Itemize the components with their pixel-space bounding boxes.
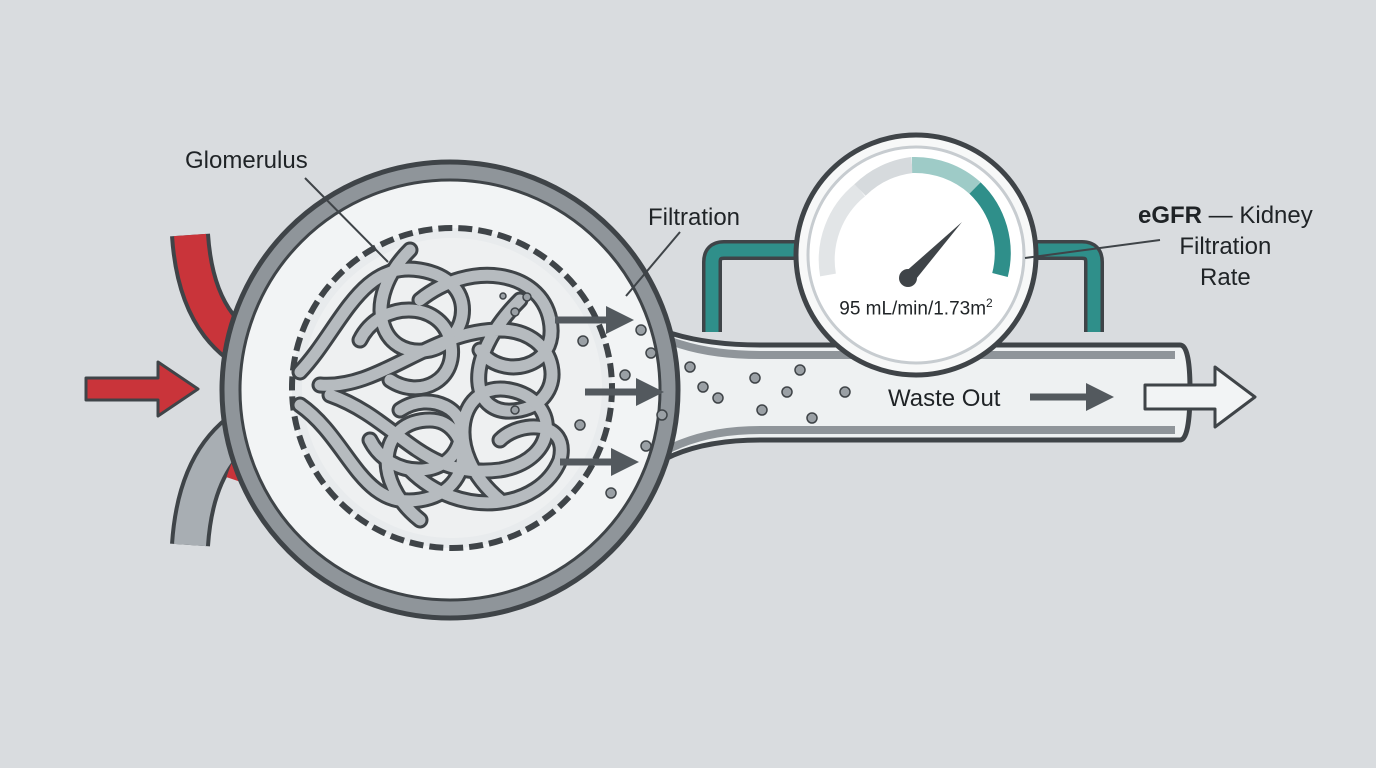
egfr-label: eGFR — Kidney Filtration Rate: [1138, 200, 1313, 293]
filtrate-particles: [499, 292, 851, 499]
egfr-label-line3: Rate: [1200, 264, 1251, 291]
egfr-gauge: [793, 132, 1039, 378]
gauge-reading-exponent: 2: [986, 296, 993, 310]
egfr-abbrev: eGFR: [1138, 202, 1203, 229]
blood-inflow-arrow: [84, 360, 200, 418]
glomerulus-capillaries: [291, 241, 570, 529]
leader-lines: [304, 177, 1161, 297]
egfr-kidney-text: — Kidney: [1202, 202, 1313, 229]
egfr-label-line1: eGFR — Kidney: [1138, 200, 1313, 231]
gauge-reading-base: 95 mL/min/1.73m: [839, 298, 987, 320]
gauge-reading: 95 mL/min/1.73m2: [808, 296, 1024, 320]
egfr-label-line2: Filtration: [1179, 233, 1272, 260]
gauge-needle: [903, 222, 962, 284]
waste-out-arrows: [1030, 365, 1257, 429]
filtration-arrows: [555, 306, 664, 476]
waste-out-label: Waste Out: [888, 385, 1001, 412]
glomerulus-label: Glomerulus: [185, 147, 308, 174]
filtration-label: Filtration: [648, 204, 741, 231]
bowmans-capsule: [219, 159, 681, 621]
